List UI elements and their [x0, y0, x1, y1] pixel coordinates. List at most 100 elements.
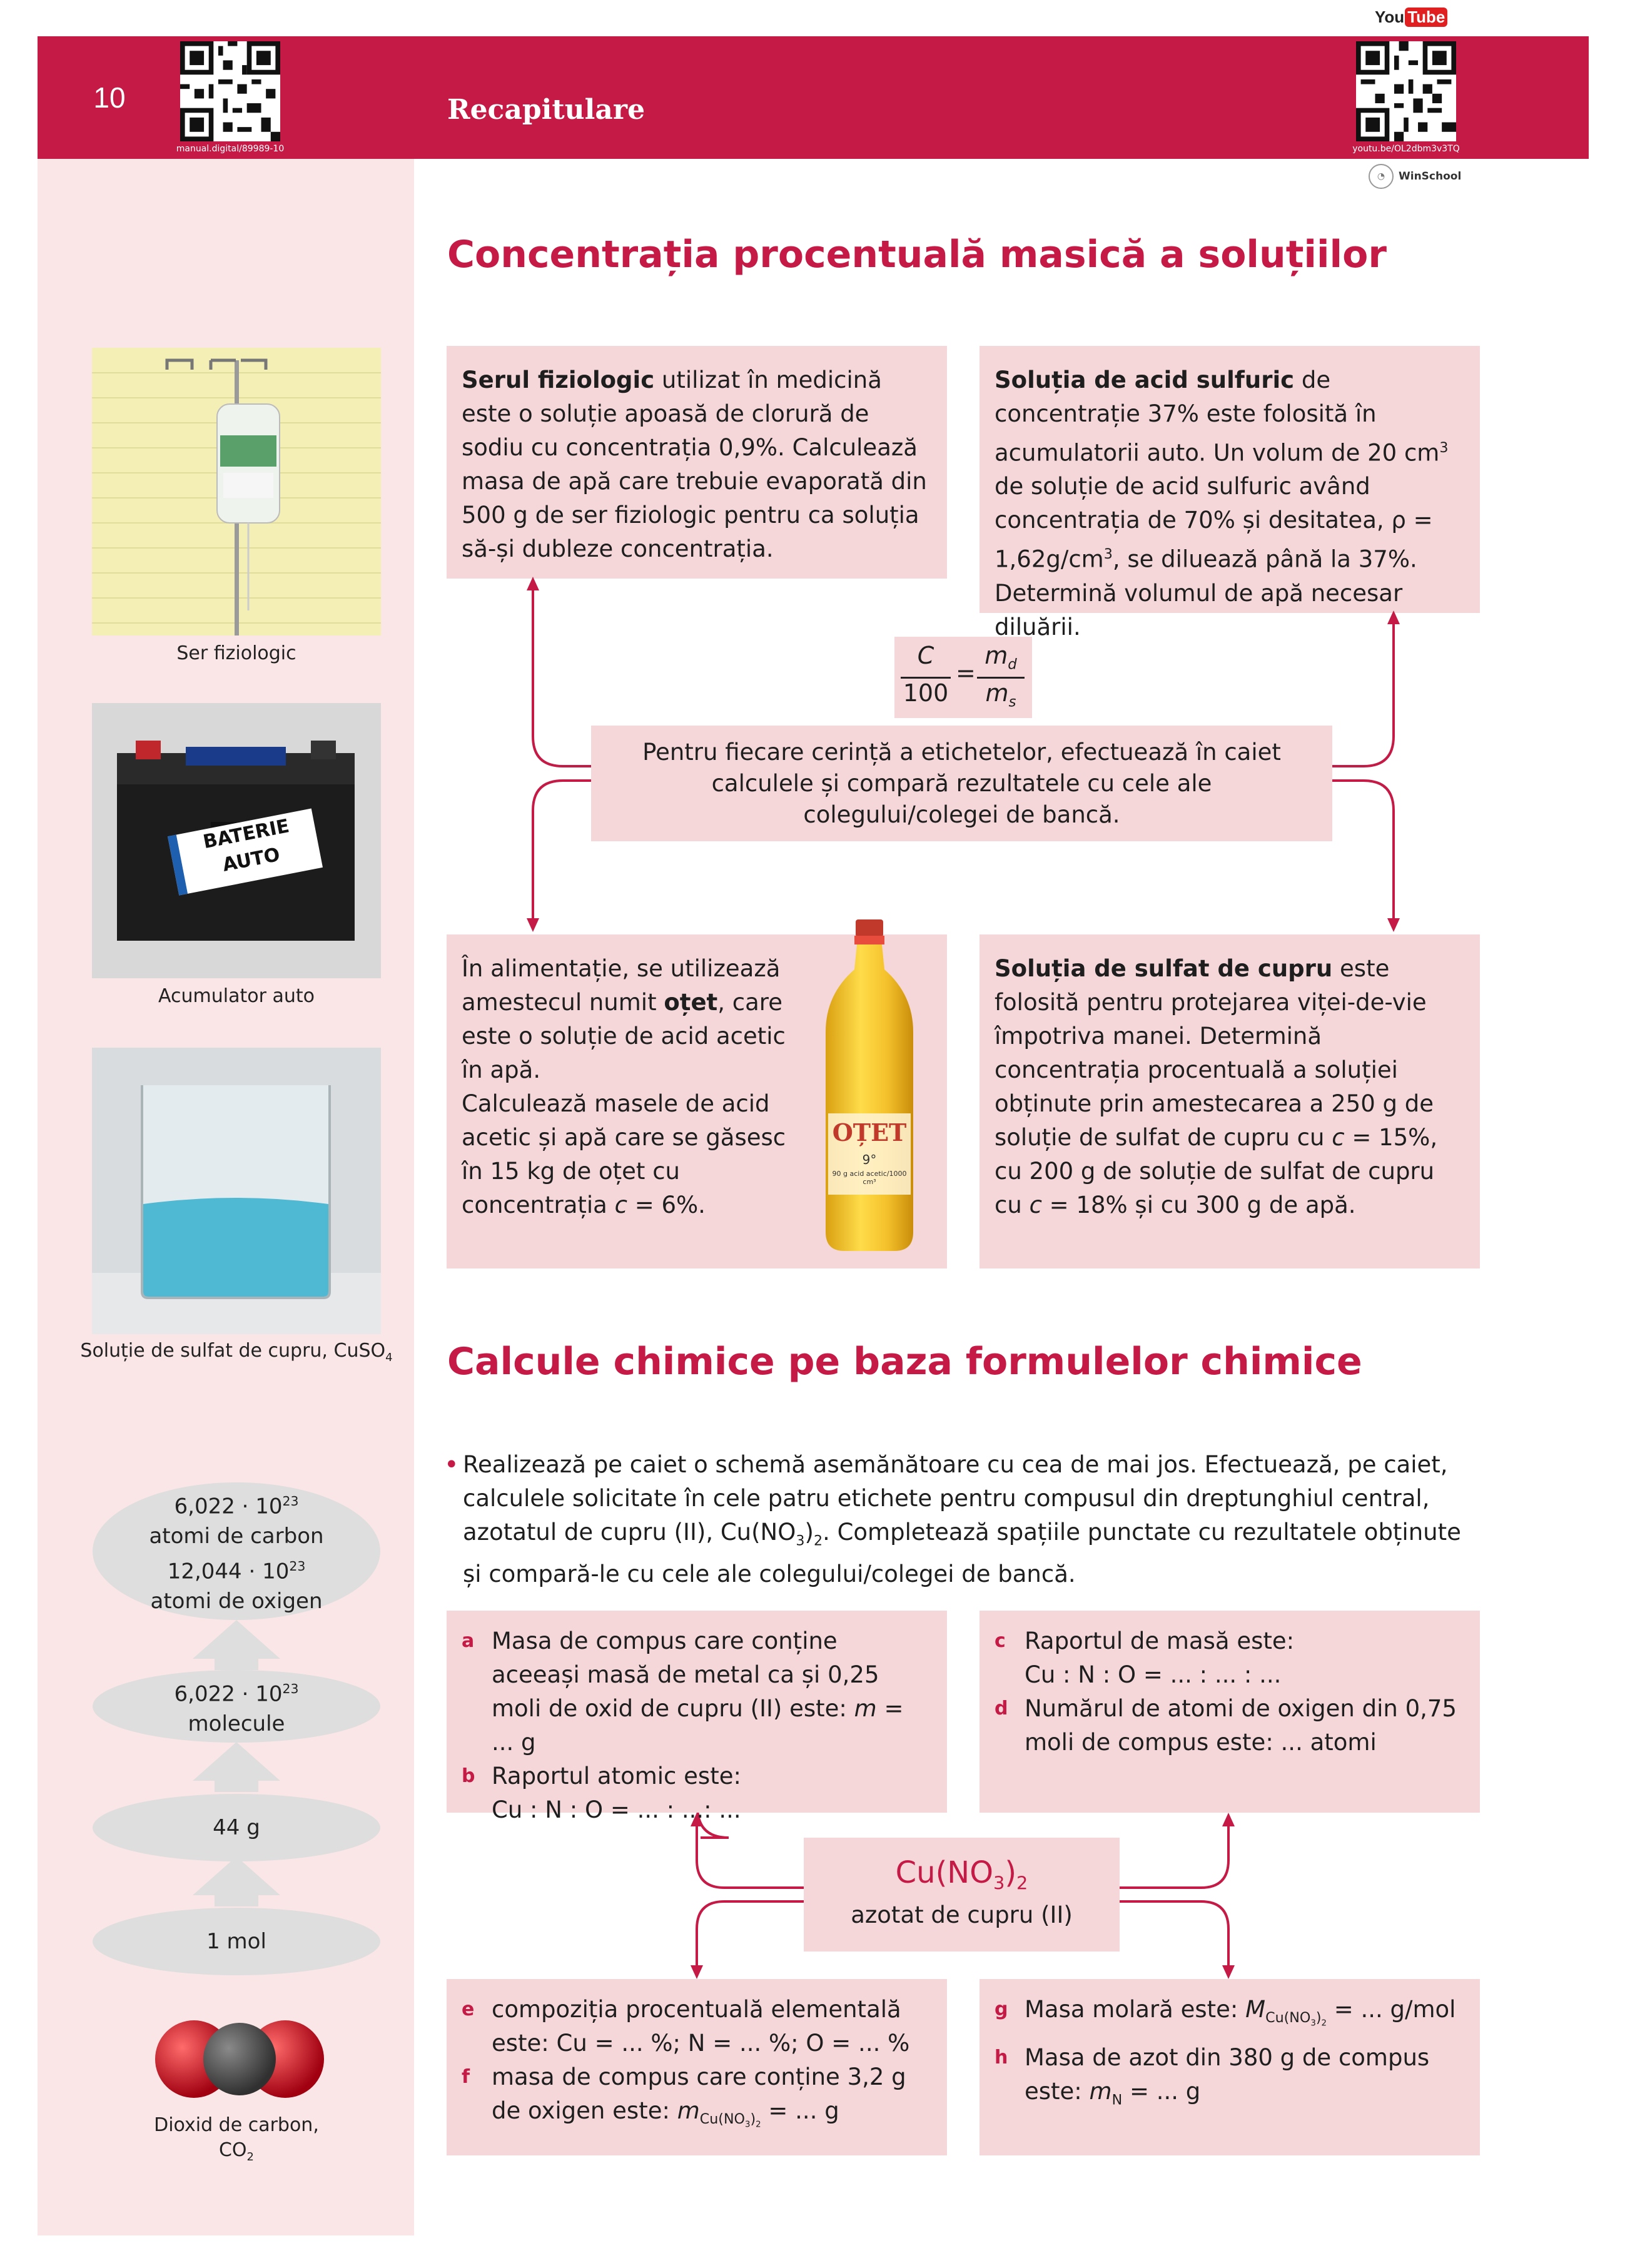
cuso4-box: Soluția de sulfat de cupru este folosită… [980, 934, 1480, 1268]
item-g-sub2: 2 [1321, 2018, 1327, 2028]
scheme-top-line2: atomi de carbon [149, 1524, 324, 1549]
header-title: Recapitulare [447, 94, 645, 126]
item-c-letter: c [995, 1630, 1006, 1652]
item-g-letter: g [995, 1998, 1008, 2020]
bullet-sub1: 3 [796, 1532, 805, 1549]
cu-no3-formula: Cu(NO3)2 [804, 1855, 1120, 1894]
item-c-text2: Cu : N : O = ... : ... : ... [1025, 1661, 1282, 1688]
otet-t2: , care este o soluție de acid acetic în … [462, 989, 786, 1083]
qr-icon [1356, 41, 1456, 141]
formula-md-m: m [985, 642, 1008, 669]
ser-fiziologic-box: Serul fiziologic utilizat în medicină es… [447, 346, 947, 579]
cuso4-t3: = 18% și cu 300 g de apă. [1041, 1192, 1356, 1218]
winschool-logo: ◔ WinSchool [1369, 164, 1461, 189]
formula-c: C [917, 642, 934, 669]
cu-formula-sub1: 3 [993, 1872, 1005, 1894]
scheme-mol-ellipse: 1 mol [93, 1908, 380, 1975]
box-g-h: g Masa molară este: MCu(NO3)2 = ... g/mo… [980, 1979, 1480, 2155]
cuso4-caption-sub: 4 [385, 1351, 393, 1364]
item-g-text1: Masa molară este: [1025, 1996, 1246, 2023]
winschool-icon: ◔ [1369, 164, 1394, 189]
scheme-top-line1: 6,022 · 10 [174, 1494, 283, 1519]
item-f-sub-a: Cu(NO [699, 2111, 746, 2128]
youtube-you: You [1375, 7, 1405, 26]
item-a-text1: Masa de compus care conține aceeași masă… [492, 1628, 879, 1722]
acid-box-text3: , se diluează până la 37%. Determină vol… [995, 545, 1417, 640]
co2-caption-line2: CO [218, 2139, 247, 2161]
formula-ms: ms [973, 679, 1029, 711]
scheme-mass-ellipse: 44 g [93, 1794, 380, 1861]
acid-box-sup1: 3 [1439, 440, 1449, 456]
battery-photo [92, 703, 381, 978]
scheme-molecule-exp: 23 [282, 1681, 299, 1696]
youtube-tube: Tube [1405, 7, 1448, 27]
acid-box-bold: Soluția de acid sulfuric [995, 367, 1295, 393]
qr-icon [180, 41, 280, 141]
co2-molecule-model [155, 2020, 324, 2098]
item-f: f masa de compus care conține 3,2 g de o… [462, 2060, 932, 2142]
item-d-letter: d [995, 1698, 1008, 1719]
item-h-letter: h [995, 2046, 1008, 2068]
otet-box: În alimentație, se utilizează amestecul … [447, 934, 947, 1268]
item-f-m: m [677, 2097, 700, 2124]
cu-no3-name: azotat de cupru (II) [851, 1901, 1073, 1928]
item-f-text1: masa de compus care conține 3,2 g de oxi… [492, 2063, 906, 2124]
cu-no3-center-box: Cu(NO3)2 azotat de cupru (II) [804, 1838, 1120, 1952]
qr-right-caption: youtu.be/OL2dbm3v3TQ [1352, 144, 1460, 154]
instruction-center-box: Pentru fiecare cerință a etichetelor, ef… [591, 726, 1332, 841]
winschool-label: WinSchool [1399, 170, 1462, 183]
formula-ms-m: m [985, 679, 1009, 707]
otet-c: c [614, 1192, 627, 1218]
item-g-m: M [1245, 1996, 1266, 2023]
item-b-text2: Cu : N : O = ... : ...: ... [492, 1796, 741, 1823]
acid-box-sup2: 3 [1103, 546, 1113, 563]
instruction-text: Pentru fiecare cerință a etichetelor, ef… [642, 738, 1281, 828]
formula-equals: = [956, 659, 976, 687]
scheme-atoms-ellipse: 6,022 · 1023 atomi de carbon 12,044 · 10… [93, 1482, 380, 1620]
item-f-sub3: 3 [745, 2120, 751, 2130]
page-number: 10 [93, 81, 126, 114]
item-a: a Masa de compus care conține aceeași ma… [462, 1624, 932, 1759]
item-f-letter: f [462, 2066, 470, 2088]
box-e-f: e compoziția procentuală elementală este… [447, 1979, 947, 2155]
header-bar [38, 36, 1589, 159]
item-d: d Numărul de atomi de oxigen din 0,75 mo… [995, 1692, 1465, 1759]
acid-box-text2: de soluție de acid sulfuric având concen… [995, 473, 1433, 573]
item-e-letter: e [462, 1998, 475, 2020]
scheme-molecule-line1: 6,022 · 10 [174, 1681, 283, 1707]
concentration-formula: C 100 = md ms [894, 637, 1032, 718]
qr-code-left[interactable] [180, 41, 280, 141]
scheme-top-exp1: 23 [282, 1493, 299, 1509]
bottle-label: OȚET [832, 1118, 907, 1147]
item-h: h Masa de azot din 380 g de compus este:… [995, 2041, 1465, 2117]
item-e-text: compoziția procentuală elementală este: … [492, 1996, 910, 2057]
item-d-text: Numărul de atomi de oxigen din 0,75 moli… [1025, 1695, 1457, 1756]
ser-box-text: utilizat în medicină este o soluție apoa… [462, 367, 927, 562]
scheme-molecule-line2: molecule [188, 1711, 285, 1737]
cu-formula-close: ) [1005, 1855, 1017, 1890]
bullet-t2: ) [804, 1519, 814, 1546]
otet-text: În alimentație, se utilizează amestecul … [462, 952, 787, 1222]
cu-formula-sub2: 2 [1016, 1872, 1028, 1894]
acid-box-text1: de concentrație 37% este folosită în acu… [995, 367, 1440, 467]
formula-ms-sub: s [1008, 694, 1016, 711]
qr-code-right[interactable] [1356, 41, 1456, 141]
item-e: e compoziția procentuală elementală este… [462, 1993, 932, 2060]
formula-left-bar [901, 677, 951, 679]
otet-t3: Calculează masele de acid acetic și apă … [462, 1090, 786, 1218]
scheme-arrows [193, 1620, 280, 1906]
scheme-top-exp3: 23 [289, 1559, 306, 1574]
bottle-small-text: 90 g acid acetic/1000 cm³ [832, 1170, 907, 1186]
cuso4-bold: Soluția de sulfat de cupru [995, 955, 1333, 982]
cuso4-c1: c [1332, 1124, 1345, 1151]
otet-bottle: OȚET 9° 90 g acid acetic/1000 cm³ [819, 919, 919, 1257]
item-a-m: m [854, 1695, 877, 1722]
item-g-sub-close: ) [1315, 2010, 1322, 2027]
co2-caption: Dioxid de carbon, CO2 [92, 2113, 381, 2170]
otet-t1: În alimentație, se utilizează amestecul … [462, 955, 781, 1016]
box-c-d: c Raportul de masă este: Cu : N : O = ..… [980, 1611, 1480, 1813]
formula-md-sub: d [1008, 656, 1017, 673]
item-h-m: m [1089, 2077, 1112, 2105]
item-b-text1: Raportul atomic este: [492, 1763, 741, 1790]
